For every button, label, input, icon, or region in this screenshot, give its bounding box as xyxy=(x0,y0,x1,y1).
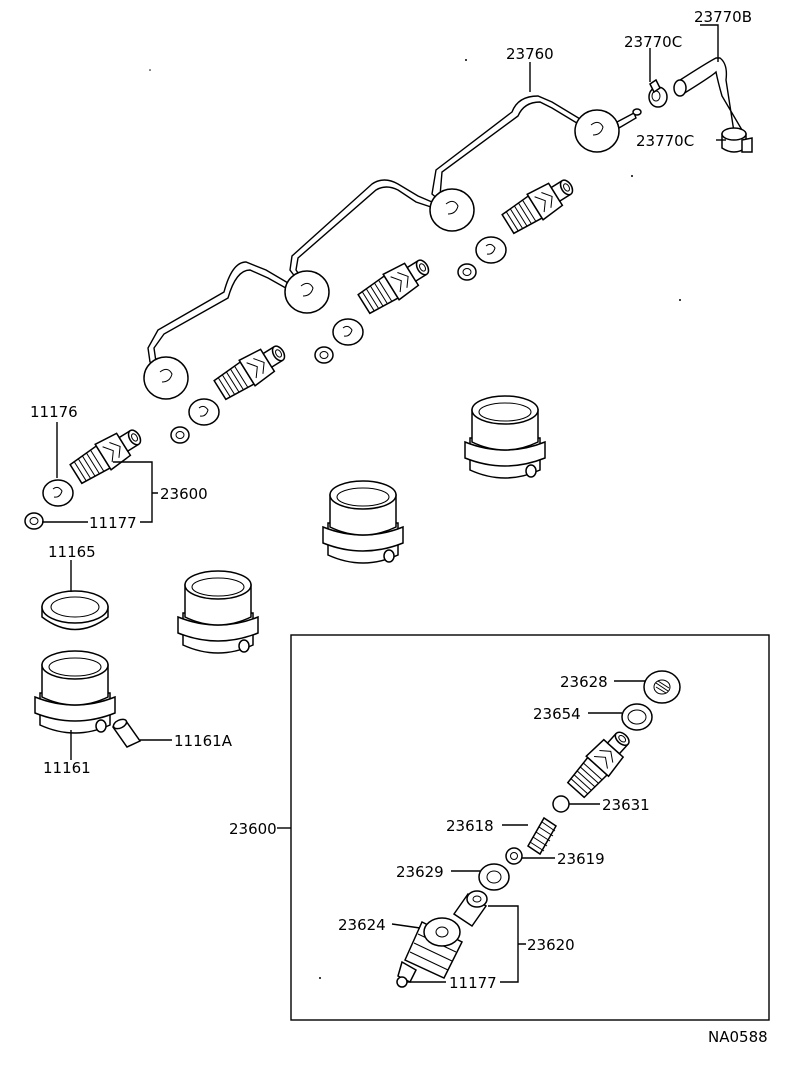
cup-11161-3 xyxy=(322,480,404,564)
label-11161: 11161 xyxy=(43,759,91,777)
label-23619: 23619 xyxy=(557,850,605,868)
label-11161A: 11161A xyxy=(174,732,233,750)
pin-11161A xyxy=(111,718,142,748)
nozzle-seat-3 xyxy=(332,318,364,346)
label-23770C-top: 23770C xyxy=(624,33,682,51)
label-23631: 23631 xyxy=(602,796,650,814)
banjo-eye-1 xyxy=(143,356,189,400)
label-23600-left: 23600 xyxy=(160,485,208,503)
washer-11177-detail xyxy=(396,976,408,988)
cup-11161-2 xyxy=(177,570,259,654)
nozzle-holder-body xyxy=(564,724,638,801)
label-23629: 23629 xyxy=(396,863,444,881)
nozzle-seat-2 xyxy=(188,398,220,426)
label-11165: 11165 xyxy=(48,543,96,561)
ring-11165 xyxy=(41,590,109,631)
scan-specks xyxy=(149,59,681,979)
injector-3 xyxy=(355,251,436,318)
label-23770C-mid: 23770C xyxy=(636,132,694,150)
nozzle-washer-2 xyxy=(170,426,190,444)
figure-code: NA0588 xyxy=(708,1028,768,1046)
banjo-eye-4 xyxy=(574,109,620,153)
washer-23654 xyxy=(621,703,653,731)
label-23620: 23620 xyxy=(527,936,575,954)
label-23600-box: 23600 xyxy=(229,820,277,838)
cup-11161-4 xyxy=(464,395,546,479)
seat-23619 xyxy=(505,847,523,865)
nozzle-23620 xyxy=(452,890,488,928)
injector-2 xyxy=(211,337,292,404)
banjo-eye-2 xyxy=(284,270,330,314)
cup-11161-front xyxy=(34,650,116,734)
injector-4 xyxy=(499,171,580,238)
label-11176: 11176 xyxy=(30,403,78,421)
injector-1 xyxy=(67,421,148,488)
label-23770B: 23770B xyxy=(694,8,752,26)
clamp-23770C-mid xyxy=(721,127,753,153)
nozzle-washer-3 xyxy=(314,346,334,364)
label-11177-box: 11177 xyxy=(449,974,497,992)
label-23628: 23628 xyxy=(560,673,608,691)
label-23624: 23624 xyxy=(338,916,386,934)
washer-23629 xyxy=(478,863,510,891)
label-23618: 23618 xyxy=(446,817,494,835)
nozzle-washer-1 xyxy=(24,512,44,530)
nut-23628 xyxy=(643,670,681,704)
fuel-return-pipe xyxy=(147,95,596,371)
clamp-23770C-top xyxy=(648,78,668,108)
pipe-union xyxy=(616,108,642,130)
nozzle-seat-4 xyxy=(475,236,507,264)
label-23654: 23654 xyxy=(533,705,581,723)
retaining-nut-23624 xyxy=(397,917,464,984)
banjo-eye-3 xyxy=(429,188,475,232)
label-11177-left: 11177 xyxy=(89,514,137,532)
pin-23631 xyxy=(552,795,570,813)
label-23760: 23760 xyxy=(506,45,554,63)
nozzle-seat-1 xyxy=(42,479,74,507)
detail-box xyxy=(290,634,770,1021)
hose-23770B xyxy=(673,57,743,133)
spring-23618 xyxy=(527,816,557,856)
nozzle-washer-4 xyxy=(457,263,477,281)
